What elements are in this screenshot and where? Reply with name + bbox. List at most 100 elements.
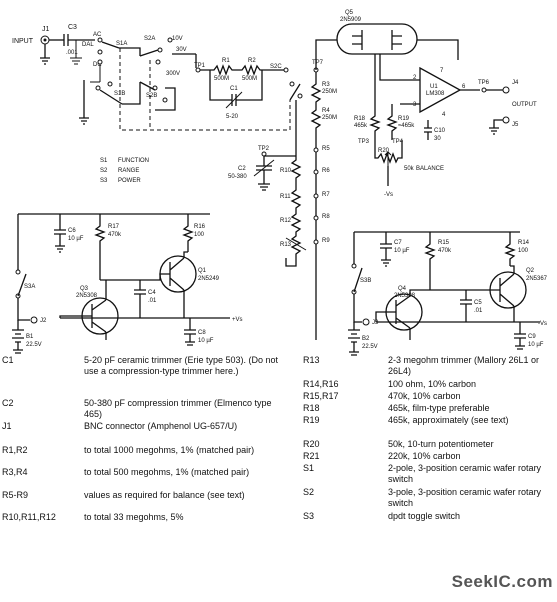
svg-text:BALANCE: BALANCE bbox=[416, 166, 444, 172]
svg-text:22.5V: 22.5V bbox=[26, 342, 42, 348]
capacitor-c5 bbox=[430, 289, 500, 322]
svg-text:50k: 50k bbox=[404, 166, 415, 172]
part-ref: J1 bbox=[2, 421, 12, 431]
svg-text:500M: 500M bbox=[214, 76, 229, 82]
part-description: values as required for balance (see text… bbox=[84, 490, 245, 500]
parts-row: C1 5-20 pF ceramic trimmer (Erie type 503… bbox=[0, 355, 284, 377]
part-ref: R13 bbox=[303, 355, 320, 365]
svg-text:TP4: TP4 bbox=[392, 139, 404, 145]
svg-text:TP6: TP6 bbox=[478, 80, 490, 86]
capacitor-c6 bbox=[54, 214, 66, 253]
part-description: BNC connector (Amphenol UG-657/U) bbox=[84, 421, 238, 431]
jack-j2 bbox=[30, 316, 38, 324]
capacitor-c9 bbox=[514, 322, 526, 350]
svg-text:50-380: 50-380 bbox=[228, 174, 247, 180]
svg-text:S3: S3 bbox=[100, 178, 108, 184]
svg-text:J2: J2 bbox=[40, 318, 47, 324]
electrometer-schematic: J1 INPUT C3 .001 AC DAL DC S1A S1B S2A bbox=[12, 10, 548, 356]
svg-text:10 µF: 10 µF bbox=[68, 236, 84, 242]
part-ref: R5-R9 bbox=[2, 490, 29, 500]
svg-text:R18: R18 bbox=[354, 116, 366, 122]
part-description: 220k, 10% carbon bbox=[388, 451, 461, 461]
switch-ganging-link bbox=[119, 48, 291, 131]
part-description: to total 1000 megohms, 1% (matched pair) bbox=[84, 445, 255, 455]
part-description: dpdt toggle switch bbox=[388, 511, 461, 521]
svg-text:RANGE: RANGE bbox=[118, 168, 139, 174]
svg-text:R6: R6 bbox=[322, 168, 330, 174]
svg-text:4: 4 bbox=[442, 112, 446, 118]
svg-text:R19: R19 bbox=[398, 116, 410, 122]
output-jack-j5 bbox=[502, 116, 510, 124]
switch-s2a-wiper bbox=[139, 49, 159, 57]
part-ref: R14,R16 bbox=[303, 379, 339, 389]
svg-text:S3A: S3A bbox=[24, 284, 35, 290]
label-c3: C3 bbox=[68, 24, 77, 31]
part-description: 465k, film-type preferable bbox=[388, 403, 490, 413]
part-description: 50-380 pF compression trimmer (Elmenco t… bbox=[84, 398, 272, 419]
svg-text:R5: R5 bbox=[322, 146, 330, 152]
part-ref: R21 bbox=[303, 451, 320, 461]
svg-text:2N5909: 2N5909 bbox=[340, 17, 362, 23]
svg-text:R13: R13 bbox=[280, 242, 292, 248]
svg-text:TP2: TP2 bbox=[258, 146, 270, 152]
resistor-ladder: TP7 R3 250M R4 250M R5 R6 R7 R8 R9 R10 R… bbox=[228, 60, 337, 340]
svg-text:≈465k: ≈465k bbox=[398, 123, 415, 129]
parts-list: C1 5-20 pF ceramic trimmer (Erie type 503… bbox=[0, 355, 557, 602]
part-description: 470k, 10% carbon bbox=[388, 391, 461, 401]
svg-text:R3: R3 bbox=[322, 82, 330, 88]
parts-row: R14,R16 100 ohm, 10% carbon bbox=[303, 379, 553, 390]
part-ref: S1 bbox=[303, 463, 315, 473]
resistor-r16 bbox=[182, 214, 194, 252]
svg-text:R16: R16 bbox=[194, 224, 206, 230]
part-ref: S3 bbox=[303, 511, 315, 521]
resistor-r19 bbox=[386, 104, 398, 140]
svg-text:S3B: S3B bbox=[360, 278, 371, 284]
part-description: 465k, approximately (see text) bbox=[388, 415, 509, 425]
parts-row: C2 50-380 pF compression trimmer (Elmenco… bbox=[0, 398, 284, 420]
capacitor-c8 bbox=[184, 318, 196, 346]
svg-text:-Vs: -Vs bbox=[384, 192, 393, 198]
part-description: 3-pole, 3-position ceramic wafer rotary … bbox=[388, 487, 542, 508]
battery-b1 bbox=[12, 320, 24, 354]
capacitor-c2 bbox=[256, 156, 272, 191]
part-description: 5-20 pF ceramic trimmer (Erie type 503).… bbox=[84, 355, 279, 376]
resistor-r18 bbox=[369, 100, 381, 140]
positive-supply: C6 10 µF R17 470k R16 100 Q1 2N5249 Q3 2… bbox=[12, 213, 243, 354]
svg-text:300V: 300V bbox=[166, 71, 180, 77]
svg-text:465k: 465k bbox=[354, 123, 368, 129]
part-ref: R1,R2 bbox=[2, 445, 28, 455]
svg-text:2N5249: 2N5249 bbox=[198, 276, 220, 282]
svg-text:R7: R7 bbox=[322, 192, 330, 198]
ground-symbol bbox=[40, 44, 50, 65]
svg-text:C8: C8 bbox=[198, 330, 206, 336]
svg-text:C4: C4 bbox=[148, 290, 156, 296]
svg-text:LM308: LM308 bbox=[426, 91, 445, 97]
part-ref: R19 bbox=[303, 415, 320, 425]
svg-text:Q2: Q2 bbox=[526, 268, 535, 274]
part-ref: C1 bbox=[2, 355, 14, 365]
svg-text:R14: R14 bbox=[518, 240, 530, 246]
svg-text:J5: J5 bbox=[512, 122, 519, 128]
part-ref: C2 bbox=[2, 398, 14, 408]
svg-text:2N5367: 2N5367 bbox=[526, 276, 548, 282]
dual-fet-q5 bbox=[336, 23, 418, 55]
svg-text:C10: C10 bbox=[434, 128, 446, 134]
parts-row: S3 dpdt toggle switch bbox=[303, 511, 553, 522]
part-description: 100 ohm, 10% carbon bbox=[388, 379, 477, 389]
svg-text:Q5: Q5 bbox=[345, 10, 354, 16]
label-s2c: S2C bbox=[270, 64, 282, 70]
svg-text:.001: .001 bbox=[66, 50, 78, 56]
svg-text:R8: R8 bbox=[322, 214, 330, 220]
switch-legend: S1 FUNCTION S2 RANGE S3 POWER bbox=[100, 158, 149, 184]
svg-text:10 µF: 10 µF bbox=[198, 338, 214, 344]
svg-text:500M: 500M bbox=[242, 76, 257, 82]
svg-text:5-20: 5-20 bbox=[226, 114, 239, 120]
svg-text:22.5V: 22.5V bbox=[362, 344, 378, 350]
svg-text:R12: R12 bbox=[280, 218, 292, 224]
parts-row: R1,R2 to total 1000 megohms, 1% (matched … bbox=[0, 445, 284, 456]
svg-text:U1: U1 bbox=[430, 84, 438, 90]
jack-j3 bbox=[362, 318, 370, 326]
capacitor-c3 bbox=[63, 34, 69, 46]
